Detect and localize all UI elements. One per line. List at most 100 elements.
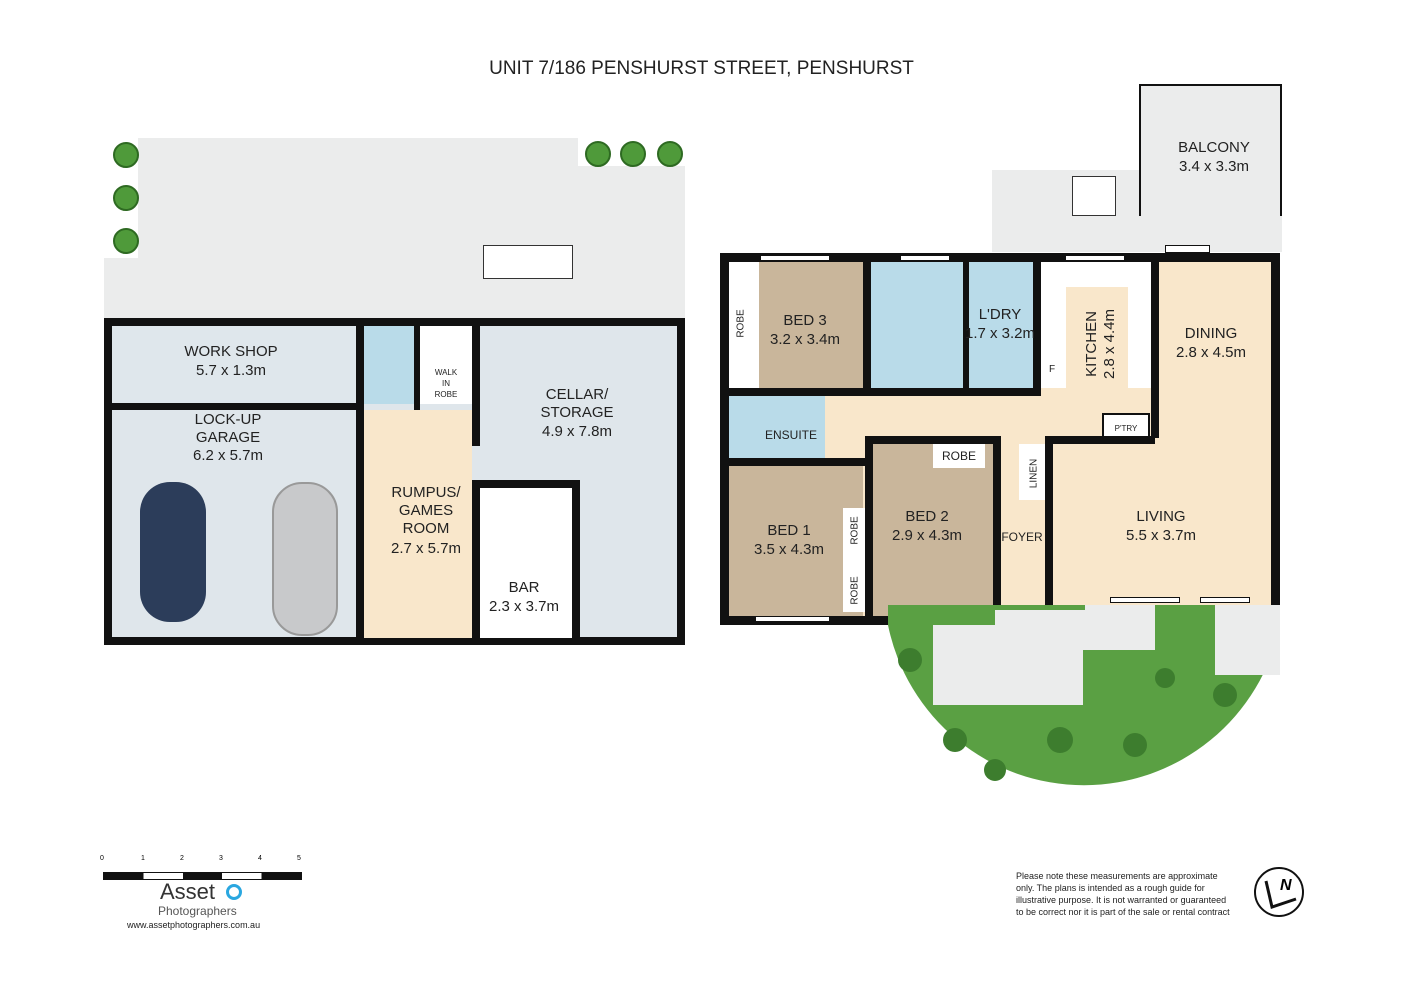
bed1-name: BED 1 — [767, 522, 811, 539]
wall — [873, 436, 995, 444]
wall — [993, 436, 1001, 616]
kitchen — [1066, 287, 1128, 437]
car-icon — [272, 482, 338, 636]
bed-2 — [873, 444, 993, 616]
wall — [572, 480, 580, 638]
plant-icon — [113, 185, 139, 211]
robe-bed3 — [729, 262, 759, 388]
work-shop — [112, 326, 358, 404]
balcony — [1139, 84, 1282, 216]
bar-size: 2.3 x 3.7m — [488, 598, 560, 615]
wall — [963, 262, 969, 396]
wall — [1045, 436, 1155, 444]
wall — [112, 403, 362, 410]
wall — [871, 388, 1039, 396]
kitchen-name: KITCHEN — [1083, 311, 1100, 377]
laundry — [969, 262, 1033, 388]
stairs — [1072, 176, 1116, 216]
plant-icon — [657, 141, 683, 167]
plant-icon — [113, 142, 139, 168]
robe-label: ROBE — [735, 309, 747, 338]
cellar-size: 4.9 x 7.8m — [541, 423, 613, 440]
scale-tick: 4 — [258, 855, 262, 862]
window — [1200, 597, 1250, 603]
rumpus-size: 2.7 x 5.7m — [390, 540, 462, 557]
wall — [865, 436, 873, 616]
wall — [472, 480, 480, 638]
rumpus-room — [364, 410, 472, 638]
living-name: LIVING — [1136, 508, 1186, 525]
window — [1110, 597, 1180, 603]
scale-tick: 3 — [219, 855, 223, 862]
front-garden — [888, 605, 1280, 786]
window — [1065, 255, 1125, 261]
pantry-label: P'TRY — [1114, 424, 1138, 433]
balcony-name: BALCONY — [1178, 139, 1250, 156]
wall — [729, 458, 999, 466]
work-shop-size: 5.7 x 1.3m — [195, 362, 267, 379]
robe-label: ROBE — [849, 576, 861, 605]
logo-url: www.assetphotographers.com.au — [127, 920, 261, 930]
wall — [1151, 262, 1159, 438]
garage-size: 6.2 x 5.7m — [192, 447, 264, 464]
bed3-size: 3.2 x 3.4m — [769, 331, 841, 348]
window — [760, 255, 830, 261]
robe-label: ROBE — [941, 449, 977, 463]
bed1-size: 3.5 x 4.3m — [753, 541, 825, 558]
window — [755, 616, 830, 622]
balcony-size: 3.4 x 3.3m — [1178, 158, 1250, 175]
ensuite — [729, 396, 825, 460]
bed-3 — [759, 262, 863, 388]
pantry — [1102, 413, 1150, 439]
scale-graphic — [103, 872, 302, 880]
logo-sub: Photographers — [158, 904, 237, 918]
disclaimer: Please note these measurements are appro… — [1016, 871, 1230, 917]
wc — [364, 326, 414, 404]
robe-bed1 — [843, 508, 865, 612]
linen-cupboard — [1019, 444, 1045, 500]
rumpus-name: RUMPUS/ GAMES ROOM — [391, 484, 461, 537]
stairs — [483, 245, 573, 279]
rear-yard — [104, 138, 685, 318]
dining-name: DINING — [1184, 325, 1238, 342]
cellar-name: CELLAR/ STORAGE — [540, 386, 614, 421]
wall — [472, 480, 580, 488]
bed2-name: BED 2 — [905, 508, 949, 525]
scale-tick: 0 — [100, 855, 104, 862]
living-size: 5.5 x 3.7m — [1125, 527, 1197, 544]
kitchen-size: 2.8 x 4.4m — [1101, 308, 1118, 380]
wall — [414, 326, 420, 410]
robe-label: ROBE — [849, 516, 861, 545]
bar-name: BAR — [508, 579, 540, 596]
plant-icon — [113, 228, 139, 254]
walk-in-robe — [420, 326, 472, 404]
walk-in-robe-label: WALK IN ROBE — [434, 368, 458, 399]
scale-tick: 2 — [180, 855, 184, 862]
wall — [729, 388, 869, 396]
window — [900, 255, 950, 261]
compass-north-label: N — [1280, 877, 1292, 894]
bed3-name: BED 3 — [783, 312, 827, 329]
scale-tick: 1 — [141, 855, 145, 862]
bathroom — [871, 262, 963, 388]
fridge-label: F — [1048, 364, 1056, 375]
dining-size: 2.8 x 4.5m — [1175, 344, 1247, 361]
robe-bed2 — [933, 444, 985, 468]
compass-icon: N — [1254, 867, 1304, 917]
sliding-door — [1165, 245, 1210, 253]
wall — [472, 326, 480, 446]
laundry-name: L'DRY — [978, 306, 1022, 323]
plant-icon — [620, 141, 646, 167]
plant-icon — [585, 141, 611, 167]
wall — [356, 326, 364, 638]
car-icon — [140, 482, 206, 622]
scale-tick: 5 — [297, 855, 301, 862]
bed2-size: 2.9 x 4.3m — [891, 527, 963, 544]
laundry-size: 1.7 x 3.2m — [964, 325, 1036, 342]
work-shop-name: WORK SHOP — [184, 343, 278, 360]
wall — [863, 262, 871, 396]
plan-title: UNIT 7/186 PENSHURST STREET, PENSHURST — [489, 58, 914, 79]
foyer-label: FOYER — [1001, 530, 1043, 544]
wall — [1033, 262, 1041, 396]
